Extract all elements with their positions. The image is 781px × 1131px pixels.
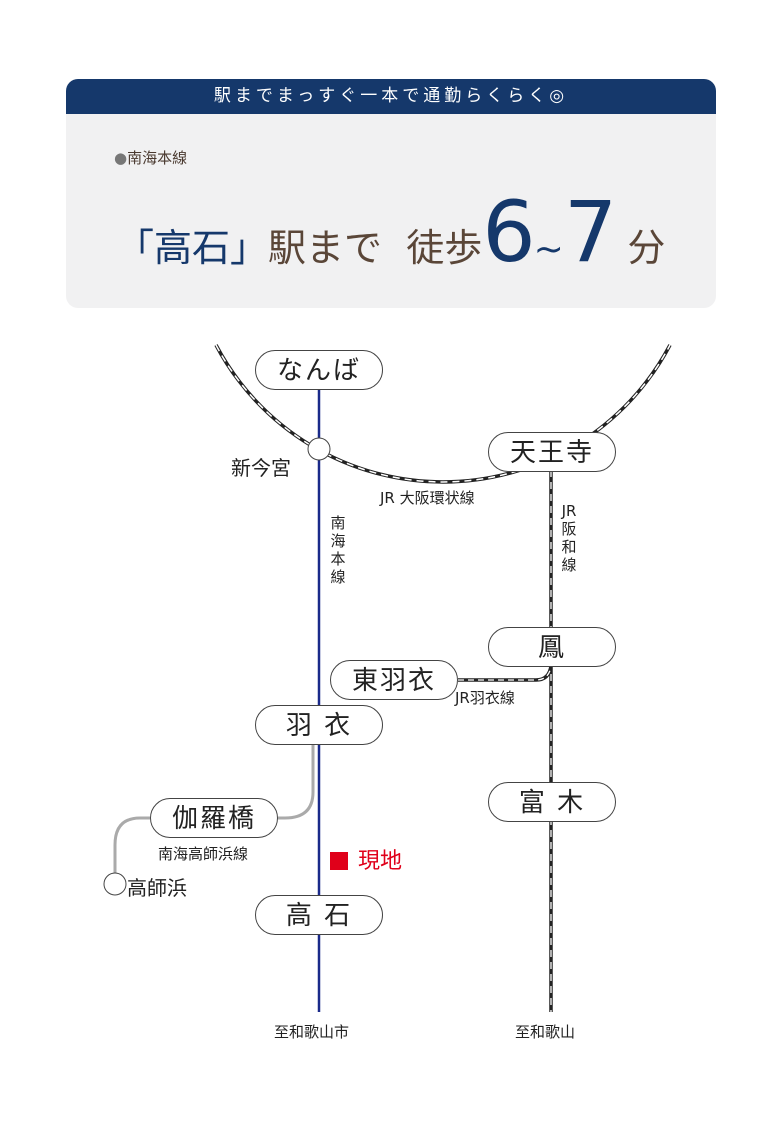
jr-hagoromo-line-label: JR羽衣線 xyxy=(455,689,515,707)
station-otori: 鳳 xyxy=(488,627,616,667)
line-name: ●南海本線 xyxy=(114,147,187,168)
station-takaishi: 高 石 xyxy=(255,895,383,935)
jr-loop-line xyxy=(214,344,672,484)
jr-loop-line-label: JR 大阪環状線 xyxy=(380,489,475,507)
shinimamiya-station-marker xyxy=(307,437,331,461)
walk-time-headline: 「高石」駅まで 徒歩6~7 分 xyxy=(116,183,665,281)
direction-wakayamashi: 至和歌山市 xyxy=(274,1023,350,1041)
station-kyarabashi: 伽羅橋 xyxy=(150,798,278,838)
station-hagoromo: 羽 衣 xyxy=(255,705,383,745)
station-name: 「高石」 xyxy=(116,226,269,270)
current-location-label: 現地 xyxy=(358,849,403,874)
nankai-main-line-label: 南海本線 xyxy=(330,514,346,586)
jr-hagoromo-line xyxy=(458,665,553,682)
banner: 駅までまっすぐ一本で通勤らくらく◎ xyxy=(66,79,716,114)
station-tomiki: 富 木 xyxy=(488,782,616,822)
takashinohama-station-marker xyxy=(103,872,127,896)
tilde: ~ xyxy=(533,229,564,270)
takashinohama-line-label: 南海高師浜線 xyxy=(158,845,249,863)
commute-info-card: 駅までまっすぐ一本で通勤らくらく◎ ●南海本線 「高石」駅まで 徒歩6~7 分 xyxy=(66,79,716,308)
to-station: 駅まで xyxy=(268,226,383,270)
station-tennoji: 天王寺 xyxy=(488,432,616,472)
takashinohama-line xyxy=(113,745,315,873)
bullet-icon: ● xyxy=(114,149,128,167)
station-shinimamiya: 新今宮 xyxy=(231,456,291,480)
walk-label: 徒歩 xyxy=(406,226,483,270)
station-takashinohama: 高師浜 xyxy=(127,876,187,900)
direction-wakayama: 至和歌山 xyxy=(515,1023,576,1041)
line-name-text: 南海本線 xyxy=(127,149,188,167)
station-namba: なんば xyxy=(255,350,383,390)
station-higashihagoromo: 東羽衣 xyxy=(330,660,458,700)
current-location: 現地 xyxy=(330,843,402,875)
jr-hanwa-line-label: JR阪和線 xyxy=(561,502,577,574)
max-time: 7 xyxy=(563,183,617,281)
current-location-marker-icon xyxy=(330,852,348,870)
min-time: 6 xyxy=(482,183,535,281)
unit: 分 xyxy=(627,226,666,270)
